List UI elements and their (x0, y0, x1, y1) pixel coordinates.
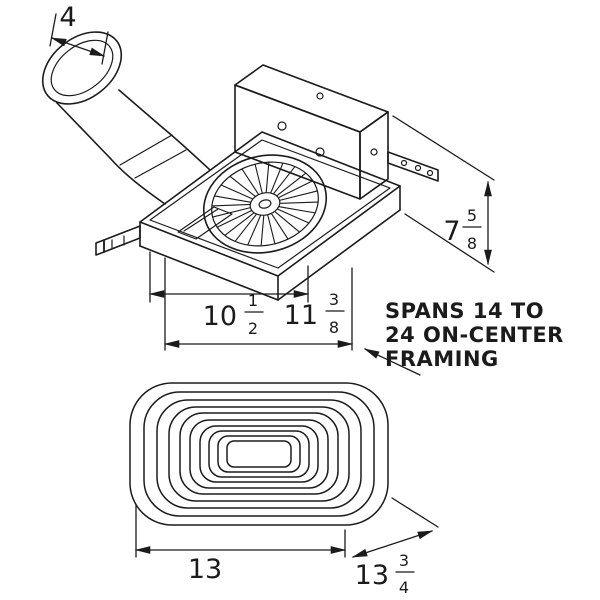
grille-depth-numerator: 3 (399, 551, 409, 570)
hanger-bracket-left (95, 225, 141, 256)
dimension-housing-width: 10 1 2 (148, 251, 310, 338)
duct-width-value: 4 (59, 2, 76, 33)
framing-note-line3: FRAMING (385, 347, 499, 371)
housing-length-whole: 11 (284, 300, 318, 331)
housing-pan (139, 131, 401, 301)
dimension-housing-length: 11 3 8 (163, 257, 354, 351)
fan-grate-lines (211, 161, 319, 247)
framing-note-line1: SPANS 14 TO (385, 299, 544, 323)
dimension-grille-width: 13 (134, 504, 347, 585)
housing-height-whole: 7 (443, 216, 460, 247)
framing-note: SPANS 14 TO 24 ON-CENTER FRAMING (363, 299, 564, 376)
housing-width-denominator: 2 (248, 319, 258, 338)
grille-depth-whole: 13 (355, 560, 389, 591)
dimension-duct-width: 4 (49, 2, 109, 65)
dimension-housing-height: 7 5 8 (392, 115, 495, 273)
duct-adapter (41, 31, 211, 205)
grille-width-value: 13 (188, 554, 222, 585)
housing-height-numerator: 5 (467, 206, 477, 225)
fan-housing (95, 64, 439, 301)
housing-width-whole: 10 (203, 301, 237, 332)
housing-height-denominator: 8 (467, 234, 477, 253)
blower-box (234, 64, 389, 200)
housing-length-numerator: 3 (329, 290, 339, 309)
housing-width-numerator: 1 (248, 291, 258, 310)
hanger-bracket-right (387, 151, 439, 182)
grille (129, 382, 389, 526)
label-plate (177, 206, 233, 240)
dimension-grille-depth: 13 3 4 (351, 497, 439, 597)
note-leader-arrow (363, 348, 421, 376)
framing-note-line2: 24 ON-CENTER (385, 323, 564, 347)
housing-length-denominator: 8 (329, 318, 339, 337)
grille-depth-denominator: 4 (399, 578, 409, 597)
fan-opening (202, 154, 328, 254)
